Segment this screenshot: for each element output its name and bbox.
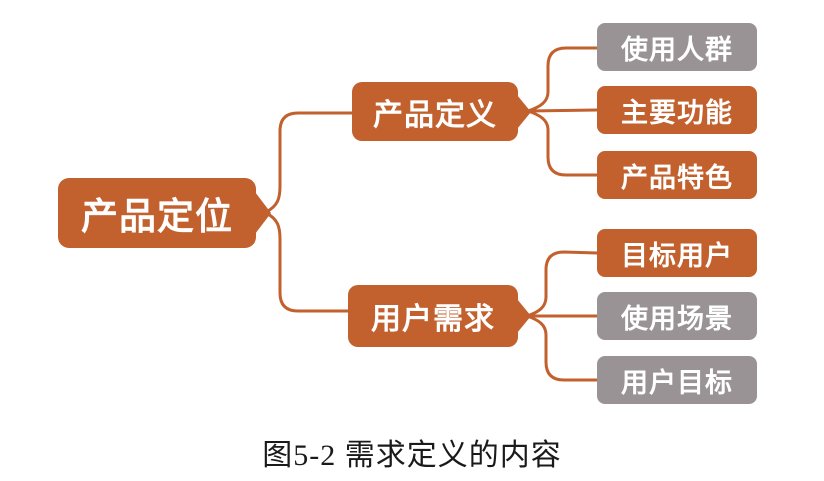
node-product-positioning: 产品定位 [58,178,256,248]
node-usage-scenarios: 使用场景 [597,292,757,340]
connector-branch1-to-leaf1 [526,46,599,113]
node-target-audience: 使用人群 [597,23,757,71]
node-label: 产品定义 [373,98,497,132]
node-product-characteristics: 产品特色 [597,151,757,199]
node-user-goals: 用户目标 [597,356,757,404]
node-label: 产品定位 [81,196,233,237]
connector-root-to-branch2 [264,211,351,313]
connector-branch2-to-leaf6 [525,314,599,382]
node-label: 主要功能 [621,97,733,128]
figure-caption: 图5-2 需求定义的内容 [262,439,562,472]
node-main-features: 主要功能 [597,86,757,134]
node-label: 用户目标 [621,367,733,398]
node-label: 用户需求 [371,303,495,336]
connector-branch1-to-leaf3 [526,109,599,177]
node-user-needs: 用户需求 [348,285,518,347]
connector-branch2-to-leaf4 [525,250,599,318]
node-label: 使用人群 [621,34,733,65]
node-label: 目标用户 [621,240,733,271]
node-target-users: 目标用户 [597,229,757,277]
node-label: 使用场景 [621,303,733,334]
node-product-definition: 产品定义 [352,82,518,141]
connector-branch1-to-leaf2 [526,108,599,113]
connector-root-to-branch1 [264,111,354,214]
node-label: 产品特色 [621,162,733,193]
